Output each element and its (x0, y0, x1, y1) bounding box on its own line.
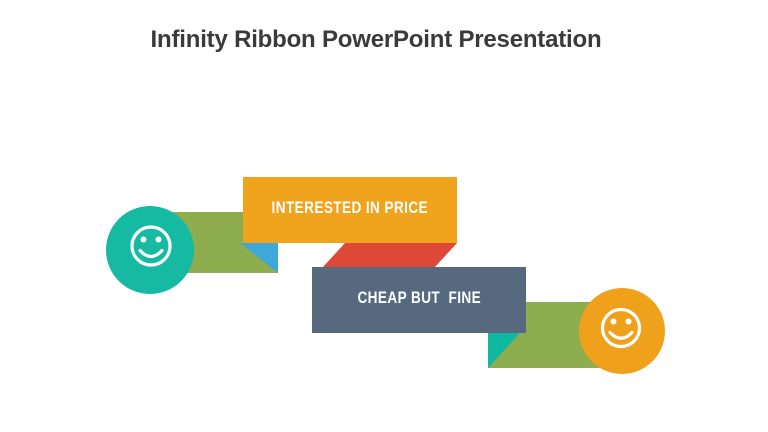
smiley-right-eye (625, 318, 632, 325)
banner-interested-in-price (243, 177, 457, 243)
smiley-outline (130, 225, 172, 267)
left-icon-circle (106, 206, 194, 294)
smiley-face-icon (600, 307, 642, 349)
banner-cheap-but-fine (312, 267, 526, 333)
smiley-outline (600, 307, 642, 349)
smiley-right-eye (155, 236, 162, 243)
smiley-face-icon (130, 225, 172, 267)
slide-title: Infinity Ribbon PowerPoint Presentation (150, 26, 602, 53)
smiley-left-eye (610, 318, 617, 325)
right-fold-triangle (488, 333, 520, 368)
left-fold-triangle (240, 243, 278, 273)
smiley-left-eye (140, 236, 147, 243)
right-icon-circle (579, 288, 665, 374)
smiley-mouth (608, 330, 634, 340)
smiley-mouth (138, 248, 164, 259)
red-connector-fold (323, 243, 457, 267)
